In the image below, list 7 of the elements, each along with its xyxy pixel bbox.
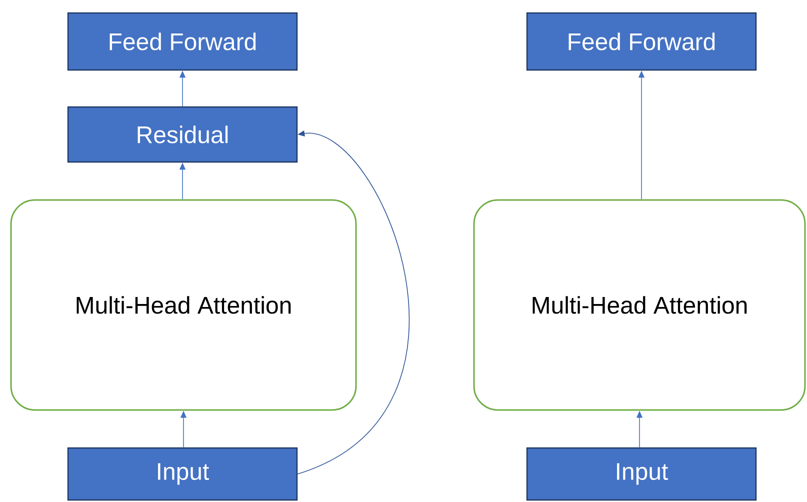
process-box: Input [526,447,757,501]
process-box: Feed Forward [67,12,298,71]
attention-box: Multi-Head Attention [10,199,357,411]
process-box: Input [67,447,298,501]
attention-box: Multi-Head Attention [473,199,806,411]
process-box: Feed Forward [526,12,757,71]
process-box: Residual [67,106,298,163]
